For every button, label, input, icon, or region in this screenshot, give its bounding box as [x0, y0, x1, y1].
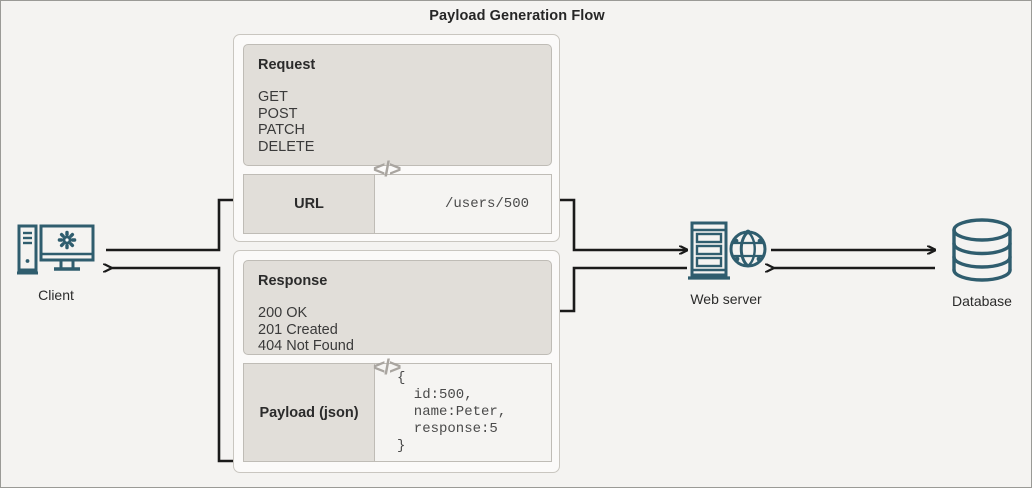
url-row-value: /users/500	[375, 175, 551, 233]
request-method: PATCH	[258, 122, 305, 138]
request-block: Request GET POST PATCH DELETE	[243, 44, 552, 166]
payload-json-line: name:Peter,	[397, 404, 507, 420]
response-status-list: 200 OK 201 Created 404 Not Found	[258, 305, 354, 355]
code-brackets-icon: </>	[373, 356, 401, 379]
payload-row-label: Payload (json)	[244, 364, 375, 461]
desktop-computer-icon	[17, 224, 95, 275]
payload-json-line: response:5	[397, 421, 498, 437]
payload-json-line: {	[397, 370, 406, 386]
request-method: DELETE	[258, 138, 315, 155]
node-client-label: Client	[38, 287, 74, 303]
request-method: POST	[258, 105, 298, 122]
connector-payload-to-client	[111, 268, 233, 463]
payload-row-value: { id:500, name:Peter, response:5 }	[375, 364, 551, 461]
node-database-label: Database	[952, 293, 1012, 309]
server-globe-icon	[688, 221, 767, 280]
node-database: Database	[936, 215, 1028, 309]
response-status: 200 OK	[258, 305, 308, 321]
connector-url-to-server	[560, 198, 687, 250]
payload-json-code: { id:500, name:Peter, response:5 }	[397, 370, 506, 455]
code-brackets-icon: </>	[373, 158, 401, 181]
payload-json-line: id:500,	[397, 387, 473, 403]
node-web-server-label: Web server	[690, 291, 762, 307]
response-block: Response 200 OK 201 Created 404 Not Foun…	[243, 260, 552, 355]
connector-client-to-url	[106, 198, 233, 252]
request-method: GET	[258, 89, 288, 105]
response-status: 404 Not Found	[258, 338, 354, 354]
database-cylinder-icon	[952, 218, 1012, 282]
node-web-server: Web server	[677, 219, 775, 307]
connector-response-to-server	[560, 266, 687, 313]
response-panel: Response 200 OK 201 Created 404 Not Foun…	[233, 250, 560, 473]
payload-json-line: }	[397, 438, 406, 454]
url-row: URL /users/500	[243, 174, 552, 234]
response-heading: Response	[258, 273, 328, 289]
page-title: Payload Generation Flow	[429, 8, 605, 24]
request-heading: Request	[258, 57, 316, 73]
response-status: 201 Created	[258, 321, 338, 338]
url-row-label: URL	[244, 175, 375, 233]
payload-row: Payload (json) { id:500, name:Peter, res…	[243, 363, 552, 462]
request-panel: Request GET POST PATCH DELETE URL /users…	[233, 34, 560, 242]
request-methods-list: GET POST PATCH DELETE	[258, 89, 314, 155]
node-client: Client	[9, 223, 103, 303]
